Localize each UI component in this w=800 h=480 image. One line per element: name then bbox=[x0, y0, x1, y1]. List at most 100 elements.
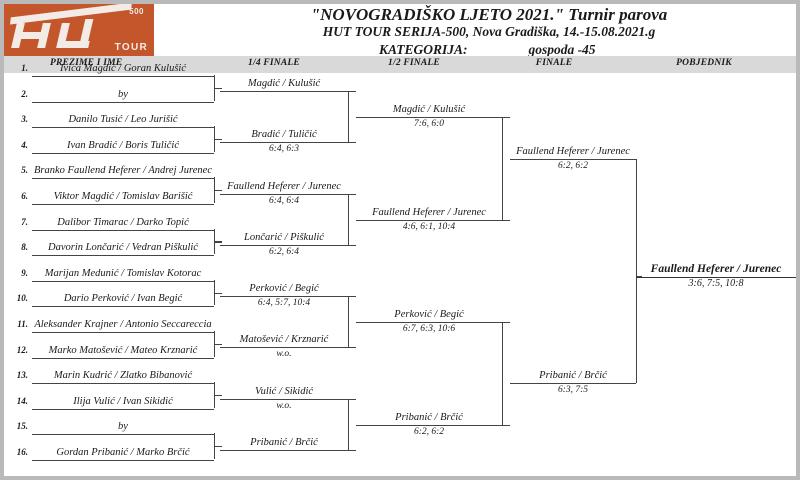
quarterfinal-5-score: 6:4, 5:7, 10:4 bbox=[257, 298, 311, 308]
round1-team-slot: by bbox=[32, 420, 214, 436]
round1-to-quarter-stem bbox=[214, 190, 222, 192]
round1-team-slot: Marin Kudrić / Zlatko Bibanović bbox=[32, 369, 214, 385]
column-header-final: FINALE bbox=[535, 58, 573, 68]
final-1-name: Faullend Heferer / Jurenec bbox=[510, 146, 636, 160]
quarter-pair-connector bbox=[348, 91, 350, 142]
row-number: 4. bbox=[21, 139, 28, 150]
quarterfinal-4-score: 6:2, 6:4 bbox=[268, 247, 300, 257]
round1-team-slot: Marko Matošević / Mateo Krznarić bbox=[32, 344, 214, 359]
row-number: 9. bbox=[21, 267, 28, 278]
row-number: 13. bbox=[16, 370, 28, 381]
quarterfinal-3-name: Faullend Heferer / Jurenec bbox=[220, 181, 348, 195]
round1-to-quarter-stem bbox=[214, 395, 222, 397]
row-number: 16. bbox=[16, 447, 28, 457]
semi-pair-connector bbox=[502, 322, 504, 425]
column-header-names: PREZIME I IME bbox=[50, 58, 123, 68]
round1-to-quarter-stem bbox=[214, 343, 222, 346]
round1-to-quarter-stem bbox=[214, 241, 222, 243]
semifinal-2-name: Faullend Heferer / Jurenec bbox=[356, 207, 502, 221]
quarter-pair-connector bbox=[348, 296, 350, 347]
row-number: 2. bbox=[21, 88, 28, 99]
round1-team-slot: Branko Faullend Heferer / Andrej Jurenec bbox=[32, 164, 214, 180]
hut-tour-logo: 500 TOUR bbox=[4, 4, 154, 56]
column-header-band bbox=[4, 56, 796, 73]
quarterfinal-8-name: Pribanić / Brčić bbox=[220, 437, 348, 451]
semifinal-2-score: 4:6, 6:1, 10:4 bbox=[402, 222, 456, 232]
final-2-score: 6:3, 7:5 bbox=[557, 385, 589, 395]
round1-team-slot: Aleksander Krajner / Antonio Seccareccia bbox=[32, 318, 214, 333]
round1-team-slot: Dario Perković / Ivan Begić bbox=[32, 292, 214, 308]
quarterfinal-2-name: Bradić / Tuličić bbox=[220, 129, 348, 143]
round1-to-quarter-stem bbox=[214, 139, 222, 141]
quarter-pair-connector bbox=[348, 399, 350, 450]
row-number: 10. bbox=[16, 293, 28, 304]
semi-to-final-stem bbox=[502, 322, 510, 324]
semi-pair-connector bbox=[502, 117, 504, 220]
champion-name: Faullend Heferer / Jurenec bbox=[636, 262, 796, 278]
quarter-to-semi-stem bbox=[348, 91, 356, 93]
semifinal-1-name: Magdić / Kulušić bbox=[356, 104, 502, 118]
semifinal-1-score: 7:6, 6:0 bbox=[413, 119, 445, 129]
row-number: 5. bbox=[21, 165, 28, 176]
quarter-to-semi-stem bbox=[348, 347, 356, 349]
page-title: "NOVOGRADIŠKO LJETO 2021." Turnir parova bbox=[310, 5, 668, 24]
row-number: 8. bbox=[21, 242, 28, 253]
quarterfinal-7-score: w.o. bbox=[276, 401, 292, 411]
row-number: 11. bbox=[17, 319, 28, 329]
round1-team-slot: Davorin Lončarić / Vedran Piškulić bbox=[32, 241, 214, 257]
quarterfinal-4-name: Lončarić / Piškulić bbox=[220, 232, 348, 246]
semifinal-3-name: Perković / Begić bbox=[356, 309, 502, 323]
logo-tour-label: TOUR bbox=[114, 42, 148, 53]
round1-team-slot: Ivan Bradić / Boris Tuličić bbox=[32, 139, 214, 154]
quarterfinal-3-score: 6:4, 6:4 bbox=[268, 196, 300, 206]
quarterfinal-6-score: w.o. bbox=[276, 349, 292, 359]
quarterfinal-6-name: Matošević / Krznarić bbox=[220, 334, 348, 348]
logo-letter-h-bar bbox=[17, 32, 47, 39]
round1-pair-connector bbox=[214, 382, 216, 408]
quarter-to-semi-stem bbox=[348, 142, 356, 144]
quarterfinal-5-name: Perković / Begić bbox=[220, 283, 348, 297]
row-number: 3. bbox=[21, 114, 28, 125]
column-header-semi: 1/2 FINALE bbox=[388, 58, 440, 68]
row-number: 14. bbox=[16, 395, 28, 406]
semifinal-4-name: Pribanić / Brčić bbox=[356, 412, 502, 426]
quarterfinal-2-score: 6:4, 6:3 bbox=[268, 144, 300, 154]
quarter-to-semi-stem bbox=[348, 450, 356, 452]
round1-team-slot: Ivica Magdić / Goran Kulušić bbox=[32, 62, 214, 77]
semifinal-3-score: 6:7, 6:3, 10:6 bbox=[402, 324, 456, 334]
quarter-pair-connector bbox=[348, 194, 350, 245]
column-header-quarter: 1/4 FINALE bbox=[248, 58, 300, 68]
quarterfinal-7-name: Vulić / Sikidić bbox=[220, 386, 348, 400]
final-1-score: 6:2, 6:2 bbox=[557, 161, 589, 171]
round1-team-slot: Ilija Vulić / Ivan Sikidić bbox=[32, 395, 214, 410]
round1-team-slot: Viktor Magdić / Tomislav Barišić bbox=[32, 190, 214, 205]
quarter-to-semi-stem bbox=[348, 245, 356, 247]
final-2-name: Pribanić / Brčić bbox=[510, 370, 636, 384]
page-subtitle: HUT TOUR SERIJA-500, Nova Gradiška, 14.-… bbox=[322, 24, 656, 39]
semi-to-final-stem bbox=[502, 220, 510, 222]
round1-to-quarter-stem bbox=[214, 87, 222, 90]
row-number: 1. bbox=[21, 63, 28, 73]
quarter-to-semi-stem bbox=[348, 399, 356, 401]
round1-pair-connector bbox=[214, 126, 216, 152]
round1-to-quarter-stem bbox=[214, 292, 222, 294]
logo-tier-label: 500 bbox=[129, 7, 144, 16]
semifinal-4-score: 6:2, 6:2 bbox=[413, 427, 445, 437]
category-label: KATEGORIJA: bbox=[379, 42, 468, 57]
quarterfinal-1-name: Magdić / Kulušić bbox=[220, 78, 348, 92]
semi-to-final-stem bbox=[502, 117, 510, 119]
column-header-winner: POBJEDNIK bbox=[676, 58, 732, 68]
final-pair-connector bbox=[636, 159, 638, 383]
champion-score: 3:6, 7:5, 10:8 bbox=[688, 278, 744, 289]
quarter-to-semi-stem bbox=[348, 194, 356, 196]
round1-team-slot: Marijan Medunić / Tomislav Kotorac bbox=[32, 267, 214, 282]
quarter-to-semi-stem bbox=[348, 296, 356, 298]
row-number: 15. bbox=[16, 421, 28, 432]
round1-team-slot: Gordan Pribanić / Marko Brčić bbox=[32, 446, 214, 461]
semi-to-final-stem bbox=[502, 425, 510, 427]
row-number: 12. bbox=[16, 344, 28, 355]
round1-team-slot: Danilo Tusić / Leo Jurišić bbox=[32, 113, 214, 129]
row-number: 7. bbox=[21, 216, 28, 227]
round1-team-slot: by bbox=[32, 88, 214, 103]
